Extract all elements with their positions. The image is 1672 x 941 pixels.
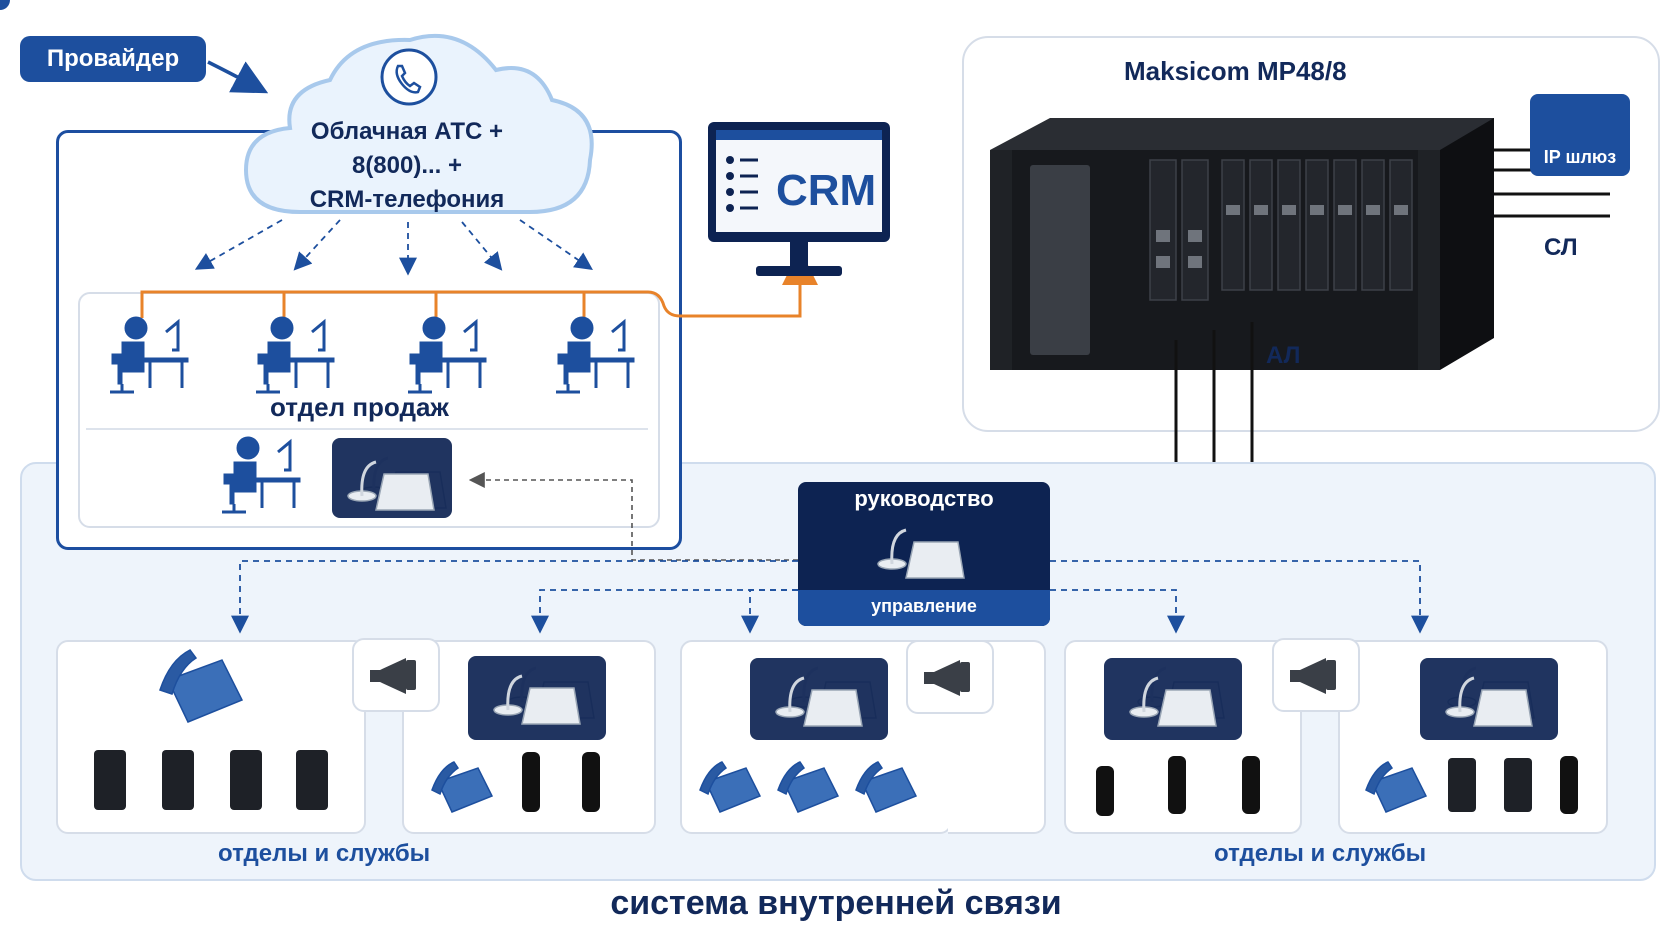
desk-phone-icons bbox=[159, 649, 1428, 813]
al-label: АЛ bbox=[1266, 342, 1301, 369]
crm-monitor bbox=[708, 122, 890, 276]
footer-title: система внутренней связи bbox=[610, 884, 1062, 922]
maksicom-title: Maksicom MP48/8 bbox=[1124, 56, 1347, 86]
cloud-text-line3: CRM-телефония bbox=[309, 186, 505, 213]
management-title: руководство bbox=[854, 486, 994, 511]
door-panel-icons bbox=[94, 750, 1532, 812]
management-subtitle-bar bbox=[798, 590, 1050, 626]
cloud-shape bbox=[243, 33, 594, 214]
sales-department-label: отдел продаж bbox=[270, 392, 449, 422]
ip-gateway-label: IP шлюз bbox=[1543, 147, 1617, 167]
provider-badge: Провайдер bbox=[20, 36, 206, 82]
management-subtitle: управление bbox=[871, 596, 977, 616]
crm-label: CRM bbox=[776, 166, 877, 215]
cordless-phone-icons bbox=[522, 752, 1578, 816]
departments-right-label: отделы и службы bbox=[1214, 840, 1427, 867]
ip-gateway-badge: IP шлюз bbox=[1530, 94, 1630, 176]
cloud-text-line2: 8(800)... + bbox=[351, 152, 463, 179]
globe-icon bbox=[1564, 100, 1600, 136]
agent-icon bbox=[0, 0, 10, 10]
sl-label: СЛ bbox=[1544, 234, 1578, 261]
cloud-text-line1: Облачная АТС + bbox=[310, 118, 504, 145]
sales-divider bbox=[86, 428, 648, 430]
departments-left-label: отделы и службы bbox=[218, 840, 431, 867]
maksicom-device bbox=[990, 118, 1494, 370]
